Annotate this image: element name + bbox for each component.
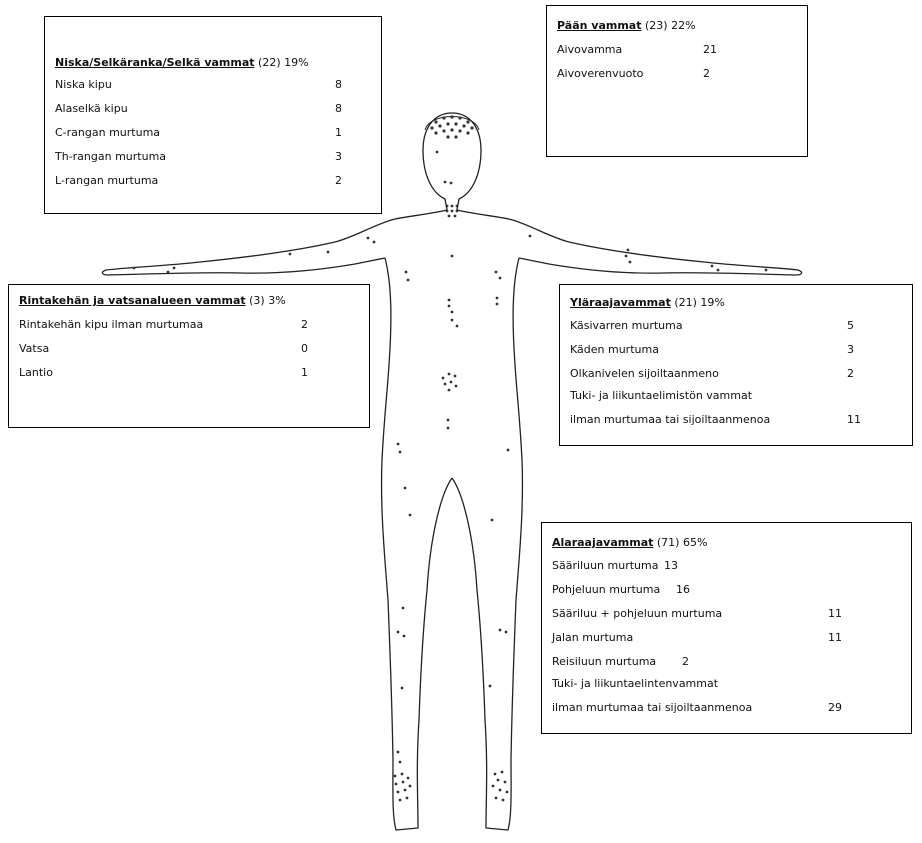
box-heading: Alaraajavammat (71) 65%: [552, 537, 707, 548]
item-value: 2: [703, 68, 710, 79]
list-item: Aivovamma 21: [557, 44, 803, 58]
box-lower-limb-injuries: Alaraajavammat (71) 65% Sääriluun murtum…: [541, 522, 912, 734]
box-count: (3): [249, 294, 265, 307]
item-value: 0: [301, 343, 308, 354]
item-label: Aivovamma: [557, 44, 622, 55]
box-chest-abdomen-injuries: Rintakehän ja vatsanalueen vammat (3) 3%…: [8, 284, 370, 428]
box-title: Yläraajavammat: [570, 296, 671, 309]
item-label: Käden murtuma: [570, 344, 659, 355]
box-count: (71): [657, 536, 680, 549]
box-title: Alaraajavammat: [552, 536, 653, 549]
list-item: Käden murtuma 3: [570, 344, 908, 358]
list-item: L-rangan murtuma 2: [55, 175, 377, 189]
item-label: Käsivarren murtuma: [570, 320, 683, 331]
item-label: Reisiluun murtuma: [552, 656, 656, 667]
list-item: Aivoverenvuoto 2: [557, 68, 803, 82]
box-heading: Niska/Selkäranka/Selkä vammat (22) 19%: [55, 57, 309, 68]
right-arm-outline: [457, 210, 802, 275]
box-title: Niska/Selkäranka/Selkä vammat: [55, 56, 255, 69]
item-label: L-rangan murtuma: [55, 175, 158, 186]
item-label: Sääriluun murtuma: [552, 560, 658, 571]
box-count: (23): [645, 19, 668, 32]
item-label: ilman murtumaa tai sijoiltaanmenoa: [552, 702, 752, 713]
box-percent: 22%: [671, 19, 695, 32]
box-percent: 3%: [268, 294, 285, 307]
list-item: Tuki- ja liikuntaelimistön vammat: [570, 390, 908, 404]
list-item: Vatsa 0: [19, 343, 365, 357]
item-label: Rintakehän kipu ilman murtumaa: [19, 319, 203, 330]
item-label: C-rangan murtuma: [55, 127, 160, 138]
item-value: 16: [676, 584, 690, 595]
item-label: Olkanivelen sijoiltaanmeno: [570, 368, 719, 379]
left-torso-outline: [382, 258, 452, 830]
item-value: 3: [335, 151, 342, 162]
box-count: (22): [258, 56, 281, 69]
item-value: 21: [703, 44, 717, 55]
list-item: Pohjeluun murtuma 16: [552, 584, 907, 598]
item-value: 1: [301, 367, 308, 378]
item-label: Th-rangan murtuma: [55, 151, 166, 162]
left-arm-outline: [102, 210, 447, 275]
item-value: 2: [682, 656, 689, 667]
item-label: Pohjeluun murtuma: [552, 584, 660, 595]
list-item: Th-rangan murtuma 3: [55, 151, 377, 165]
list-item: Reisiluun murtuma 2: [552, 656, 907, 670]
box-percent: 19%: [284, 56, 308, 69]
item-label: Alaselkä kipu: [55, 103, 128, 114]
item-value: 29: [828, 702, 842, 713]
box-head-injuries: Pään vammat (23) 22% Aivovamma 21 Aivover…: [546, 5, 808, 157]
item-value: 11: [847, 414, 861, 425]
list-item: Jalan murtuma 11: [552, 632, 907, 646]
item-label: ilman murtumaa tai sijoiltaanmenoa: [570, 414, 770, 425]
list-item: Sääriluun murtuma 13: [552, 560, 907, 574]
box-neck-back-injuries: Niska/Selkäranka/Selkä vammat (22) 19% N…: [44, 16, 382, 214]
item-value: 2: [301, 319, 308, 330]
item-value: 5: [847, 320, 854, 331]
box-heading: Rintakehän ja vatsanalueen vammat (3) 3%: [19, 295, 286, 306]
list-item: Tuki- ja liikuntaelintenvammat: [552, 678, 907, 692]
box-upper-limb-injuries: Yläraajavammat (21) 19% Käsivarren murtu…: [559, 284, 913, 446]
list-item: ilman murtumaa tai sijoiltaanmenoa 29: [552, 702, 907, 716]
item-value: 13: [664, 560, 678, 571]
box-heading: Yläraajavammat (21) 19%: [570, 297, 725, 308]
item-label: Jalan murtuma: [552, 632, 633, 643]
item-value: 2: [335, 175, 342, 186]
list-item: Sääriluu + pohjeluun murtuma 11: [552, 608, 907, 622]
item-value: 11: [828, 632, 842, 643]
item-label: Lantio: [19, 367, 53, 378]
box-title: Rintakehän ja vatsanalueen vammat: [19, 294, 246, 307]
item-value: 3: [847, 344, 854, 355]
item-value: 11: [828, 608, 842, 619]
item-label: Vatsa: [19, 343, 49, 354]
box-title: Pään vammat: [557, 19, 641, 32]
list-item: Käsivarren murtuma 5: [570, 320, 908, 334]
item-value: 1: [335, 127, 342, 138]
box-heading: Pään vammat (23) 22%: [557, 20, 696, 31]
list-item: Alaselkä kipu 8: [55, 103, 377, 117]
right-torso-outline: [452, 258, 522, 830]
list-item: ilman murtumaa tai sijoiltaanmenoa 11: [570, 414, 908, 428]
list-item: Rintakehän kipu ilman murtumaa 2: [19, 319, 365, 333]
item-label: Niska kipu: [55, 79, 112, 90]
item-value: 8: [335, 103, 342, 114]
box-percent: 19%: [700, 296, 724, 309]
list-item: Niska kipu 8: [55, 79, 377, 93]
box-percent: 65%: [683, 536, 707, 549]
item-label: Sääriluu + pohjeluun murtuma: [552, 608, 722, 619]
item-value: 8: [335, 79, 342, 90]
list-item: Lantio 1: [19, 367, 365, 381]
item-label: Tuki- ja liikuntaelimistön vammat: [570, 390, 752, 401]
list-item: Olkanivelen sijoiltaanmeno 2: [570, 368, 908, 382]
item-value: 2: [847, 368, 854, 379]
item-label: Tuki- ja liikuntaelintenvammat: [552, 678, 718, 689]
item-label: Aivoverenvuoto: [557, 68, 643, 79]
list-item: C-rangan murtuma 1: [55, 127, 377, 141]
box-count: (21): [674, 296, 697, 309]
